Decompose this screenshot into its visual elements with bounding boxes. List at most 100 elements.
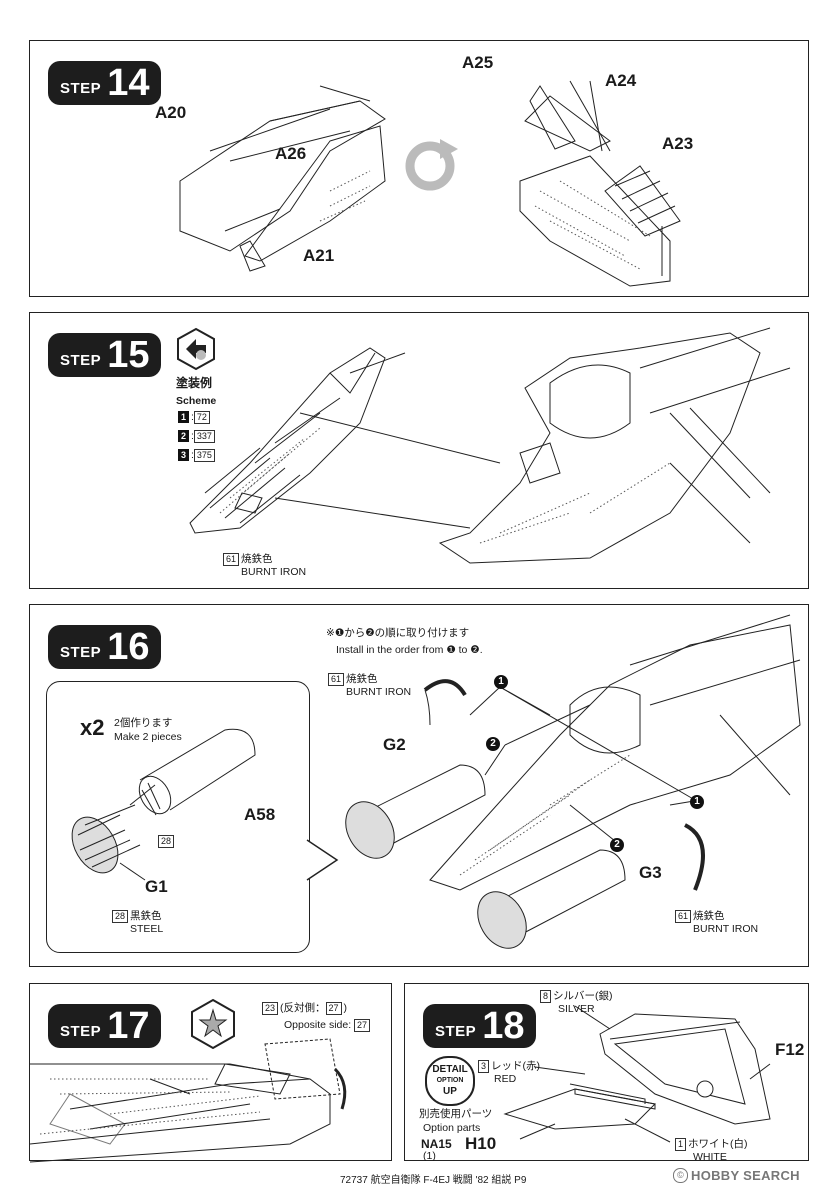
- part-A21: A21: [303, 246, 335, 265]
- scheme-number: 3: [178, 449, 189, 461]
- step-number: 17: [107, 1005, 150, 1047]
- scheme-3: 3:375: [178, 449, 217, 462]
- make-en: Make 2 pieces: [114, 731, 182, 743]
- part-A26: A26: [275, 144, 307, 163]
- paint-en: BURNT IRON: [346, 686, 412, 698]
- step-word: STEP: [435, 1022, 477, 1040]
- step-word: STEP: [60, 351, 102, 369]
- paint-jp: レッド(赤): [491, 1060, 541, 1072]
- order-marker-2b: 2: [610, 838, 624, 852]
- make-jp: 2個作ります: [114, 717, 173, 729]
- step14-drawing: [179, 80, 681, 287]
- step-number: 18: [482, 1005, 525, 1047]
- part-G2: G2: [383, 735, 406, 754]
- order-marker-1a: 1: [494, 675, 508, 689]
- step17-drawing: [29, 1038, 347, 1163]
- opp-en: Opposite side:: [284, 1019, 352, 1031]
- step14-panel: STEP 14 A20 A26 A21 A25 A24 A23: [29, 40, 809, 297]
- step17-panel: STEP 17 23(反対側：27) Opposite side: 27: [29, 983, 392, 1163]
- paint-jp: 黒鉄色: [130, 910, 162, 922]
- detail-top: DETAIL: [432, 1064, 468, 1075]
- scheme-label-jp: 塗装例: [176, 376, 213, 390]
- step-word: STEP: [60, 1022, 102, 1040]
- scheme-code: 337: [193, 430, 215, 443]
- scheme-code: 375: [193, 449, 215, 462]
- paint-number: 61: [675, 910, 692, 923]
- part-A23: A23: [662, 134, 694, 153]
- option-qty: (1): [423, 1150, 436, 1162]
- marking-hex-icon: [191, 998, 235, 1050]
- paint-en: RED: [494, 1073, 517, 1085]
- opp-number-3: 27: [354, 1019, 371, 1032]
- part-A25: A25: [462, 53, 494, 72]
- scheme-label-en: Scheme: [176, 395, 217, 407]
- paint-en: WHITE: [693, 1151, 727, 1163]
- detail-bot: UP: [443, 1086, 457, 1097]
- paint-jp: 焼鉄色: [693, 910, 725, 922]
- opp-number-2: 27: [325, 1002, 342, 1015]
- scheme-code: 72: [193, 411, 210, 424]
- step18-drawing: [503, 1005, 771, 1143]
- option-code: NA15: [421, 1137, 452, 1151]
- step-number: 16: [107, 626, 150, 668]
- order-note-en: Install in the order from ❶ to ❷.: [336, 644, 483, 656]
- watermark: © HOBBY SEARCH: [673, 1168, 800, 1183]
- paint-jp: 焼鉄色: [346, 673, 378, 685]
- step18-badge: STEP 18: [423, 1004, 537, 1048]
- part-A20: A20: [155, 103, 187, 122]
- detail-up-badge: DETAIL OPTION UP: [425, 1056, 475, 1106]
- scheme-1: 1:72: [178, 411, 212, 424]
- paint-en: BURNT IRON: [241, 566, 307, 578]
- part-F12: F12: [775, 1040, 805, 1059]
- paint-number: 28: [158, 835, 175, 848]
- paint-jp: シルバー(銀): [553, 990, 613, 1002]
- paint-en: STEEL: [130, 923, 164, 935]
- paint-en: BURNT IRON: [693, 923, 759, 935]
- option-en: Option parts: [423, 1122, 481, 1134]
- step15-badge: STEP 15: [48, 333, 162, 377]
- paint-en: SILVER: [558, 1003, 595, 1015]
- step-word: STEP: [60, 79, 102, 97]
- opposite-en: Opposite side: 27: [284, 1019, 372, 1032]
- step16-badge: STEP 16: [48, 625, 162, 669]
- footer-text: 72737 航空自衛隊 F-4EJ 戦闘 '82 組説 P9: [340, 1175, 527, 1186]
- callout-28: 28: [158, 835, 176, 848]
- step15-drawing: [189, 327, 791, 564]
- part-H10: H10: [465, 1134, 497, 1153]
- order-marker-2a: 2: [486, 737, 500, 751]
- paint-number: 61: [328, 673, 345, 686]
- step16-drawing: [71, 614, 801, 949]
- callout-pointer: [305, 839, 339, 881]
- step-number: 14: [107, 62, 150, 104]
- make-count: x2: [80, 715, 104, 741]
- opposite-jp: 23(反対側：27): [262, 1002, 347, 1015]
- step16-panel: STEP 16 ※❶から❷の順に取り付けます Install in the or…: [29, 604, 809, 967]
- paint-number: 28: [112, 910, 129, 923]
- step-word: STEP: [60, 643, 102, 661]
- paint-jp: ホワイト(白): [688, 1138, 748, 1150]
- part-A24: A24: [605, 71, 637, 90]
- scheme-number: 1: [178, 411, 189, 423]
- make-mult: x2: [80, 715, 105, 740]
- opp-number: 23: [262, 1002, 279, 1015]
- part-A58: A58: [244, 805, 276, 824]
- watermark-text: HOBBY SEARCH: [691, 1168, 800, 1183]
- order-note-jp: ※❶から❷の順に取り付けます: [326, 627, 470, 639]
- step-number: 15: [107, 334, 150, 376]
- paint-jp: 焼鉄色: [241, 553, 273, 565]
- option-jp: 別売使用パーツ: [419, 1108, 493, 1120]
- watermark-copyright-icon: ©: [673, 1168, 688, 1183]
- opp-jp: (反対側：: [280, 1002, 326, 1014]
- order-marker-1b: 1: [690, 795, 704, 809]
- scheme-2: 2:337: [178, 430, 217, 443]
- part-G1: G1: [145, 877, 168, 896]
- part-G3: G3: [639, 863, 662, 882]
